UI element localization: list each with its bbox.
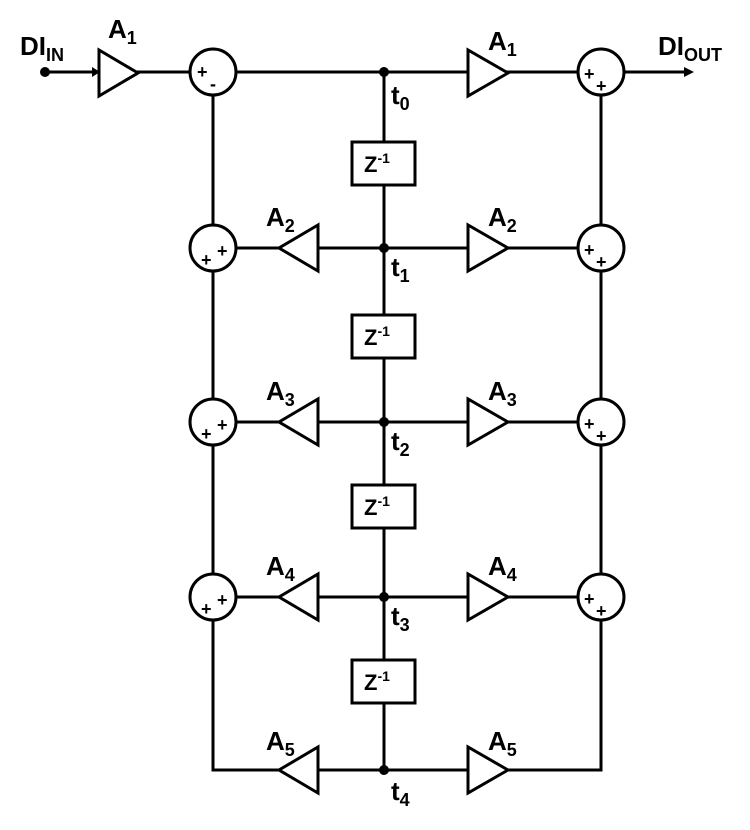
left-summer-1: + + [188,223,238,273]
svg-text:+: + [596,76,607,96]
delay-block-4: Z-1 [350,658,417,705]
svg-text:+: + [217,241,228,261]
svg-text:A4: A4 [488,551,517,585]
output-arrowhead [684,67,694,77]
svg-text:-: - [210,74,216,94]
tap-node-t0 [379,67,389,77]
svg-text:A5: A5 [488,726,517,760]
feedback-gain-a3: A3 [266,376,320,448]
tap-label-t2: t2 [391,426,410,460]
feedback-gain-a2: A2 [266,202,320,274]
feedforward-gain-a5: A5 [466,726,517,796]
tap-node-t4 [379,765,389,775]
junction-dots [40,67,389,775]
input-arrowhead [92,67,100,77]
svg-text:+: + [197,62,208,82]
svg-text:Z-1: Z-1 [364,668,390,695]
left-summer-2: + + [188,397,238,447]
delay-block-3: Z-1 [350,483,417,530]
output-summer: + + [576,47,626,97]
svg-text:+: + [201,250,212,270]
svg-text:+: + [584,589,595,609]
input-summer: + - [188,47,238,97]
input-gain-amplifier: A1 [97,14,141,99]
svg-text:A1: A1 [488,26,517,60]
svg-text:A3: A3 [266,376,295,410]
svg-text:+: + [201,424,212,444]
svg-text:+: + [217,415,228,435]
input-terminal-dot [40,67,50,77]
feedforward-gain-a3: A3 [466,376,517,448]
tap-label-t4: t4 [391,776,410,810]
output-label: DIOUT [658,31,722,65]
tap-label-t0: t0 [391,80,410,114]
svg-text:A1: A1 [108,14,137,48]
feedforward-gain-a4: A4 [466,551,517,623]
tap-node-t1 [379,243,389,253]
svg-text:A5: A5 [266,726,295,760]
svg-text:A2: A2 [266,202,295,236]
feedforward-gain-a2: A2 [466,202,517,274]
delay-block-1: Z-1 [350,140,417,187]
feedforward-gain-a1: A1 [466,26,517,99]
right-summer-2: + + [576,397,626,447]
svg-text:Z-1: Z-1 [364,493,390,520]
svg-text:+: + [201,599,212,619]
input-label: DIIN [20,31,64,65]
tap-label-t1: t1 [391,252,410,286]
svg-text:+: + [584,240,595,260]
tap-node-t3 [379,592,389,602]
delay-block-2: Z-1 [350,313,417,360]
feedback-gain-a5: A5 [266,726,320,796]
svg-text:+: + [217,590,228,610]
svg-text:A3: A3 [488,376,517,410]
svg-text:+: + [584,414,595,434]
svg-text:A4: A4 [266,551,295,585]
right-summer-1: + + [576,223,626,273]
feedback-gain-a4: A4 [266,551,320,623]
svg-text:Z-1: Z-1 [364,150,390,177]
right-summer-3: + + [576,572,626,622]
svg-text:+: + [584,64,595,84]
svg-text:+: + [596,601,607,621]
left-summer-3: + + [188,572,238,622]
svg-text:Z-1: Z-1 [364,323,390,350]
tap-node-t2 [379,417,389,427]
tap-label-t3: t3 [391,601,410,635]
svg-text:+: + [596,426,607,446]
svg-text:A2: A2 [488,202,517,236]
svg-text:+: + [596,252,607,272]
